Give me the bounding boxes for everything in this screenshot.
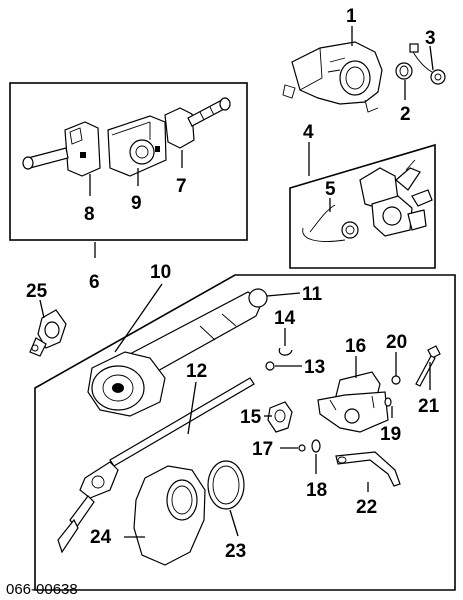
callout-10: 10 xyxy=(150,262,171,283)
callout-7: 7 xyxy=(176,176,187,197)
washer-part-19 xyxy=(384,397,392,407)
callout-15: 15 xyxy=(240,407,262,428)
clip-part-17 xyxy=(298,444,306,452)
switch-assembly-box xyxy=(9,82,248,241)
bolt-part-21 xyxy=(415,345,441,387)
callout-3: 3 xyxy=(425,28,436,49)
bushing-part-15 xyxy=(267,401,293,433)
key-reminder-switch-part xyxy=(302,204,359,242)
ignition-lock-part xyxy=(359,159,433,237)
callout-2: 2 xyxy=(400,104,411,125)
callout-8: 8 xyxy=(84,204,95,225)
dust-boot-part xyxy=(133,465,206,566)
callout-13: 13 xyxy=(304,357,325,378)
leader-lines xyxy=(39,26,434,538)
callout-22: 22 xyxy=(356,497,377,518)
wire-connector-part xyxy=(409,43,446,85)
universal-joint-part xyxy=(29,309,67,357)
column-assembly-box xyxy=(34,274,456,591)
clip-part-18 xyxy=(311,439,321,453)
callout-12: 12 xyxy=(186,361,207,382)
callout-4: 4 xyxy=(303,122,314,143)
callout-21: 21 xyxy=(418,396,440,417)
collar-ring-part xyxy=(395,62,413,80)
callout-labels: 1 2 3 4 5 6 7 8 9 10 11 12 13 14 15 16 1… xyxy=(26,6,440,562)
nut-part-20 xyxy=(391,375,401,385)
seal-ring-part xyxy=(207,460,245,510)
callout-1: 1 xyxy=(346,6,357,27)
steering-column-part xyxy=(87,288,268,417)
callout-9: 9 xyxy=(131,193,142,214)
combination-switch-body-part xyxy=(107,115,167,177)
callout-23: 23 xyxy=(225,541,246,562)
mounting-bracket-part xyxy=(317,371,389,433)
callout-14: 14 xyxy=(274,308,296,329)
callout-25: 25 xyxy=(26,281,48,302)
callout-18: 18 xyxy=(306,480,327,501)
wiper-switch-part xyxy=(164,97,231,149)
callout-16: 16 xyxy=(345,336,366,357)
callout-17: 17 xyxy=(252,439,273,460)
callout-24: 24 xyxy=(90,527,112,548)
small-washer-part-13 xyxy=(265,361,275,371)
steering-shaft-part xyxy=(57,377,255,554)
bracket-part-22 xyxy=(335,451,401,487)
callout-20: 20 xyxy=(386,332,407,353)
callout-5: 5 xyxy=(325,179,336,200)
callout-6: 6 xyxy=(89,272,100,293)
column-cover-part xyxy=(282,41,383,113)
callout-19: 19 xyxy=(380,424,401,445)
callout-11: 11 xyxy=(302,284,323,305)
diagram-reference-code: 066-00638 xyxy=(6,581,78,598)
turn-signal-switch-part xyxy=(22,121,101,177)
small-ring-part-14 xyxy=(278,347,293,356)
lock-assembly-box xyxy=(289,143,436,269)
